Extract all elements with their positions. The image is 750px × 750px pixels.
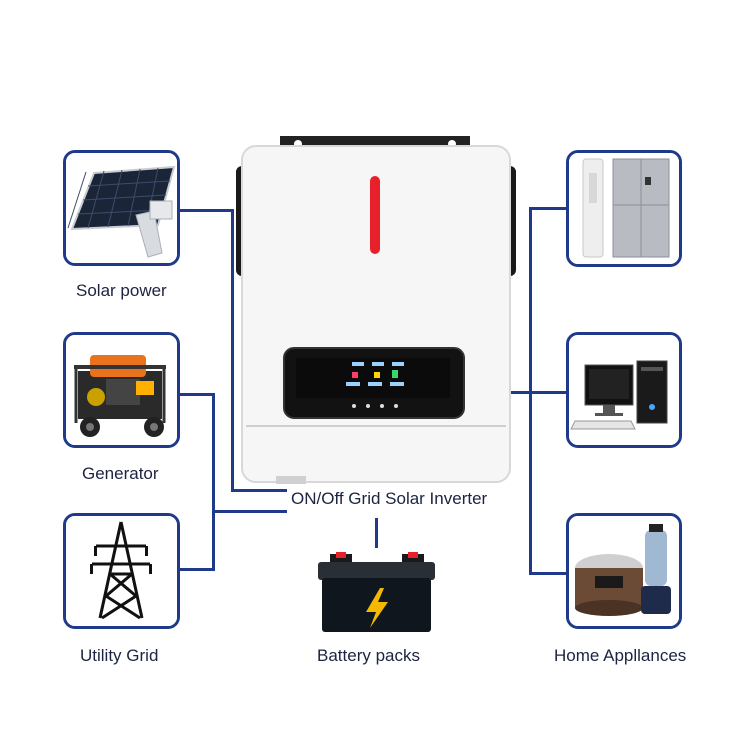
inverter-label: ON/Off Grid Solar Inverter (291, 489, 488, 508)
appliances-mid-box (566, 332, 682, 448)
line-app-top (529, 207, 567, 210)
line-generator-v (212, 393, 215, 571)
solar-power-box (63, 150, 180, 266)
line-solar-h (180, 209, 234, 212)
solar-panel-icon (66, 153, 177, 263)
line-app-bot (529, 572, 567, 575)
line-battery-v (375, 518, 378, 548)
line-gen-to-label (212, 510, 287, 513)
line-generator-h (180, 393, 215, 396)
generator-label: Generator (82, 464, 159, 483)
air-conditioner-fridge-icon (569, 153, 679, 264)
battery-icon (318, 552, 435, 632)
power-tower-icon (66, 516, 177, 626)
generator-box (63, 332, 180, 448)
line-utility-h (180, 568, 215, 571)
battery-packs-label: Battery packs (317, 646, 420, 665)
line-solar-to-label (231, 489, 287, 492)
desktop-computer-icon (569, 335, 679, 445)
utility-grid-label: Utility Grid (80, 646, 159, 665)
solar-power-label: Solar power (76, 281, 167, 300)
line-app-v (529, 207, 532, 575)
appliances-bottom-box (566, 513, 682, 629)
generator-icon (66, 335, 177, 445)
utility-grid-box (63, 513, 180, 629)
appliances-top-box (566, 150, 682, 267)
line-solar-v (231, 209, 234, 492)
home-appliances-label: Home Appllances (554, 646, 687, 665)
rice-cooker-blender-icon (569, 516, 679, 626)
solar-inverter-icon (236, 136, 516, 484)
